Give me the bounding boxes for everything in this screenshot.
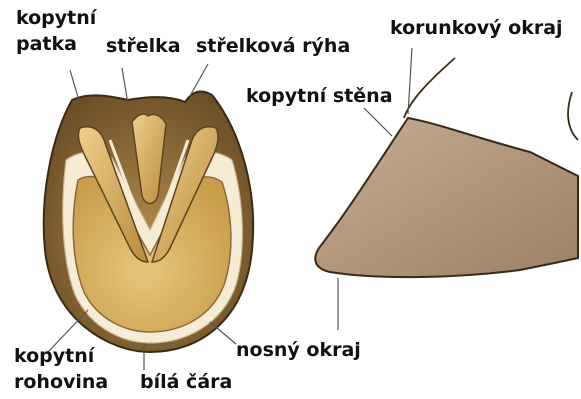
label-kopytni-rohovina-line1: kopytní — [14, 346, 94, 367]
leader-kopytni-stena — [364, 108, 392, 136]
coronary-band-line — [404, 58, 455, 118]
leader-nosny-okraj-bottom — [210, 322, 236, 344]
label-strelkova-ryha: střelková rýha — [196, 36, 350, 57]
leg-outline-right — [568, 92, 578, 140]
label-kopytni-patka-line1: kopytní — [16, 8, 96, 29]
label-bila-cara: bílá čára — [140, 372, 232, 393]
label-kopytni-rohovina-line2: rohovina — [14, 372, 108, 393]
label-korunkovy-okraj: korunkový okraj — [390, 18, 563, 39]
hoof-wall-side — [315, 118, 578, 277]
label-kopytni-stena: kopytní stěna — [246, 86, 393, 107]
label-strelka: střelka — [106, 36, 181, 57]
label-kopytni-patka-line2: patka — [16, 34, 77, 55]
hoof-bottom-view — [44, 91, 253, 352]
label-nosny-okraj: nosný okraj — [236, 340, 361, 361]
